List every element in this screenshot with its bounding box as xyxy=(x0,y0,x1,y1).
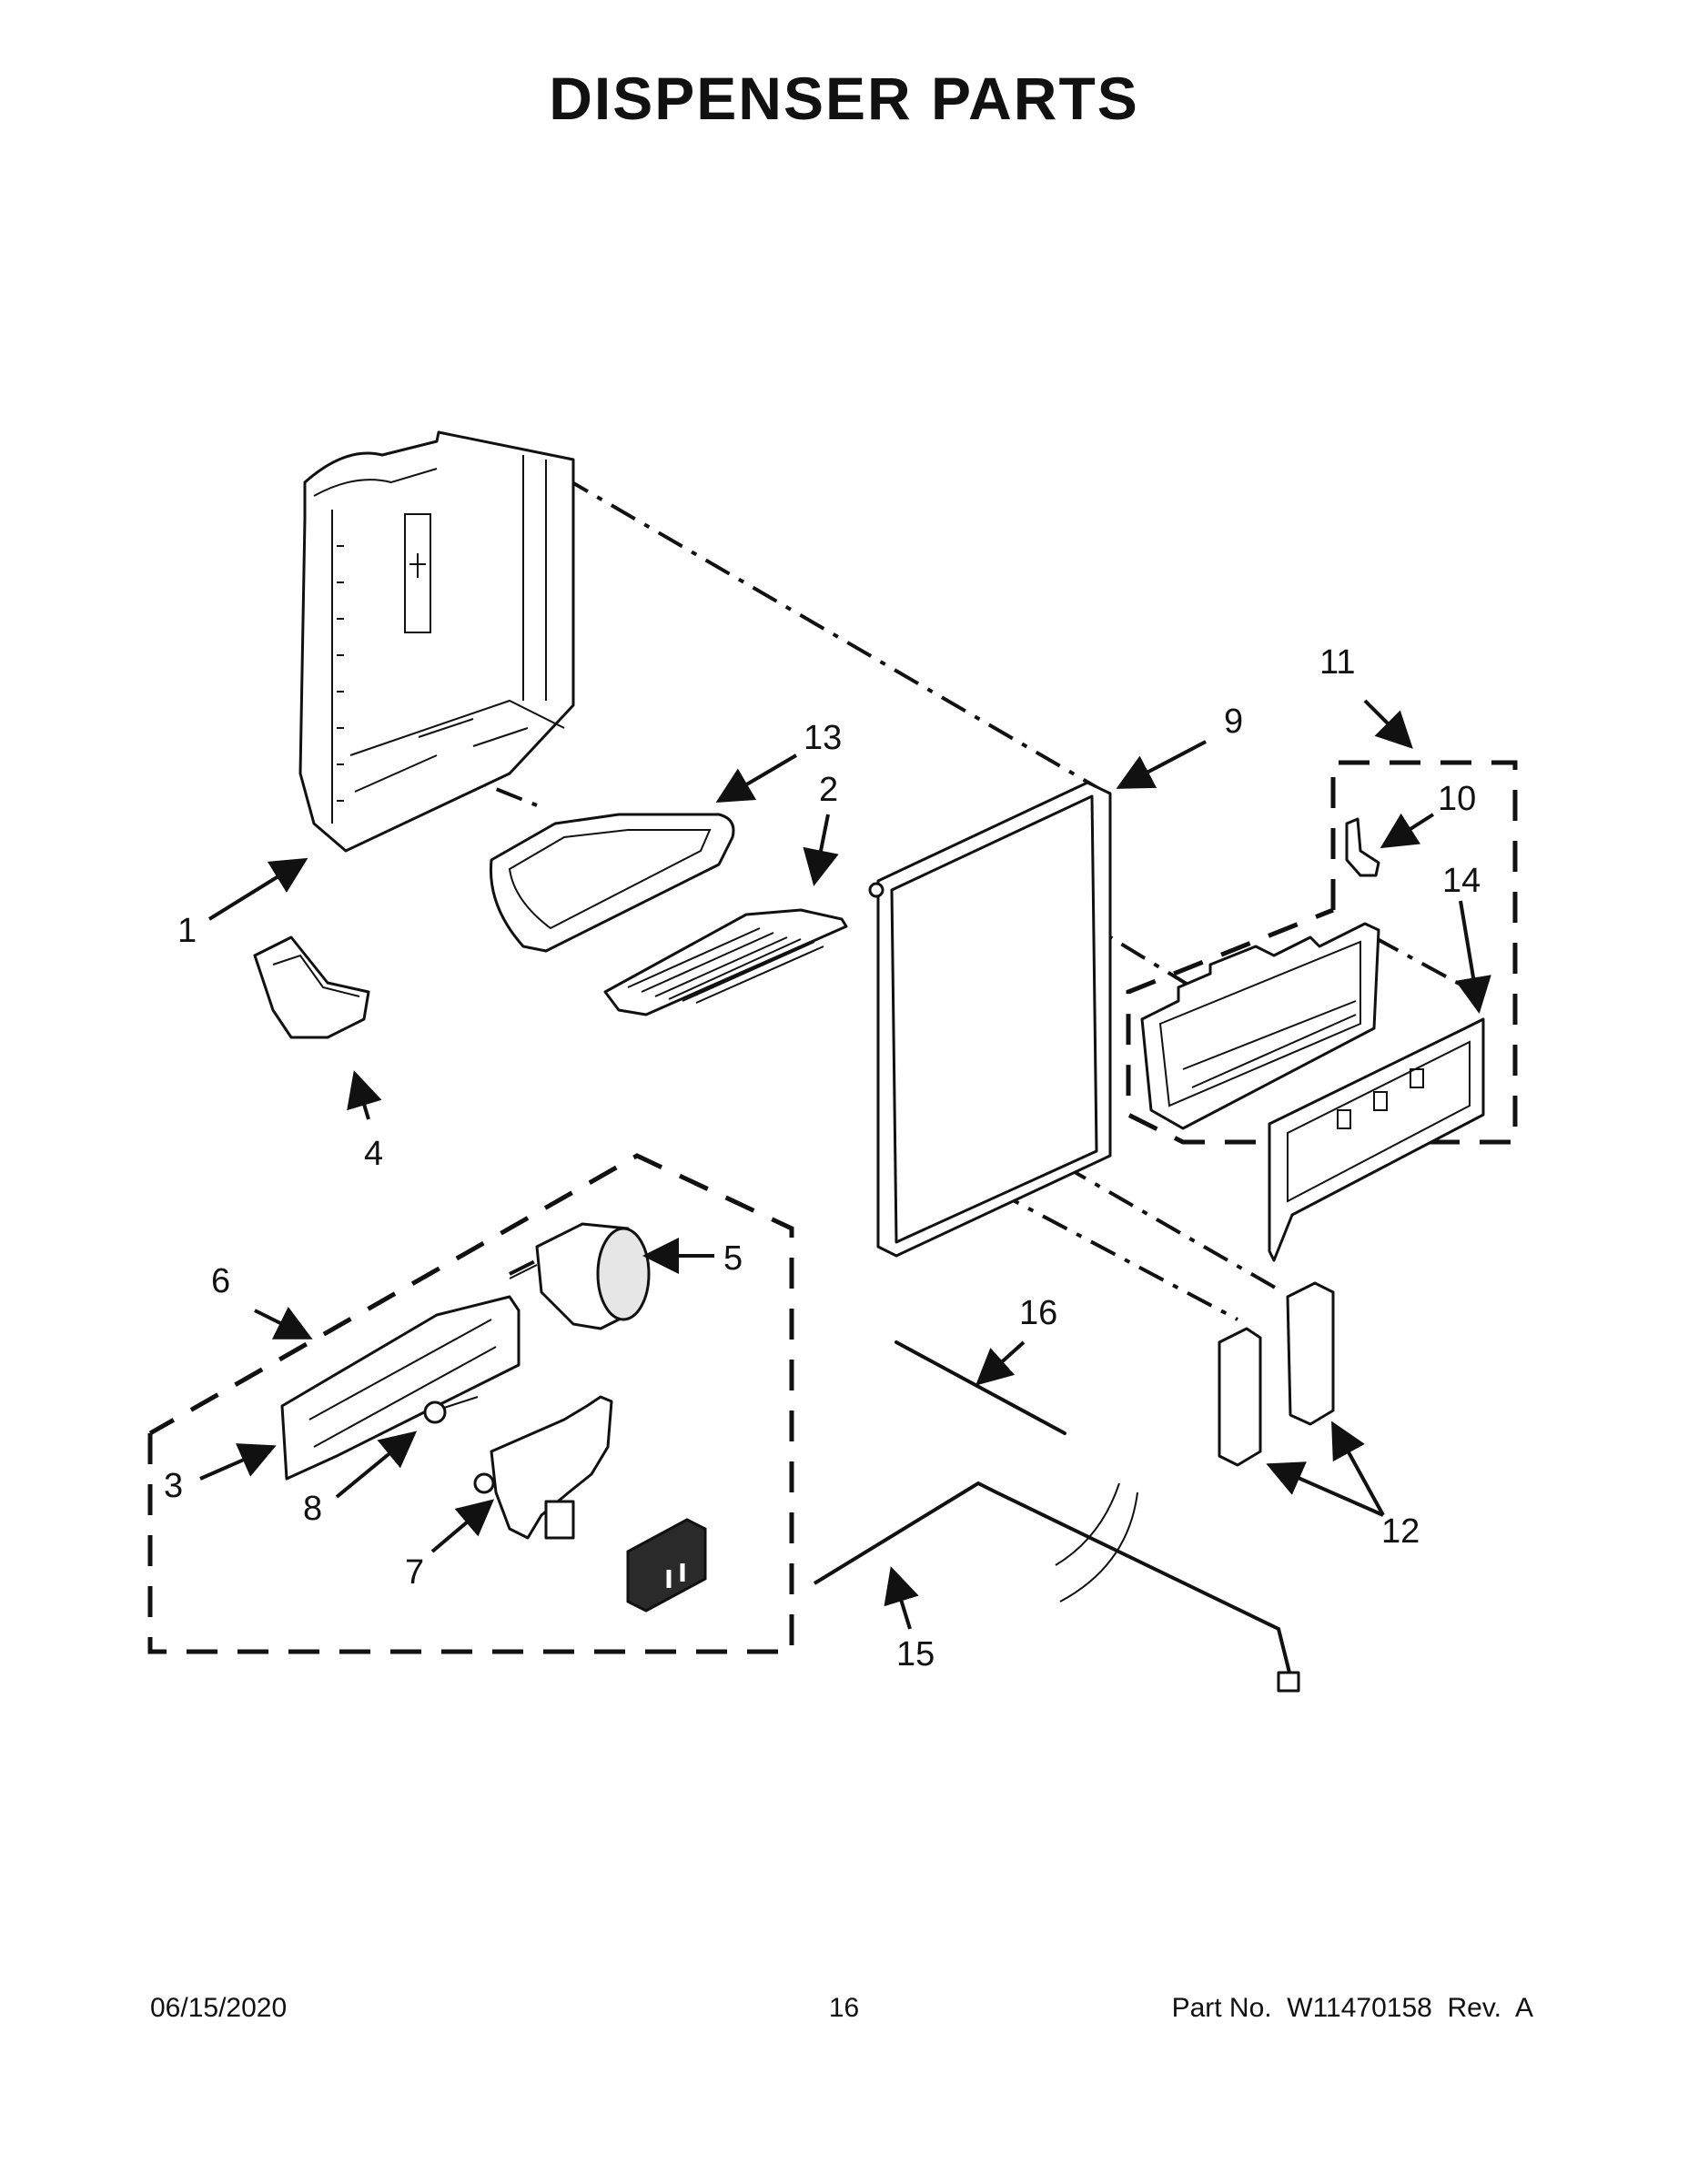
construction-line xyxy=(562,476,1103,792)
construction-line xyxy=(1373,935,1475,994)
leader-9 xyxy=(1116,740,1207,789)
dispenser-motor xyxy=(509,1222,651,1330)
callout-15: 15 xyxy=(896,1635,935,1673)
callout-14: 14 xyxy=(1442,862,1481,900)
drip-tray-grille xyxy=(603,908,848,1016)
callout-4: 4 xyxy=(364,1135,383,1173)
leader-12a xyxy=(1266,1461,1384,1517)
group-6-boundary xyxy=(147,1153,794,1654)
footer-part-number: Part No. W11470158 Rev. A xyxy=(1171,1993,1533,2023)
page-title: DISPENSER PARTS xyxy=(549,65,1139,132)
callout-8: 8 xyxy=(303,1490,322,1528)
control-housing xyxy=(1140,922,1380,1130)
leader-10 xyxy=(1380,813,1435,849)
leader-8 xyxy=(335,1431,418,1499)
leader-14 xyxy=(1455,900,1491,1014)
callout-16: 16 xyxy=(1019,1294,1057,1332)
footer-date: 06/15/2020 xyxy=(150,1993,288,2023)
construction-line xyxy=(1026,885,1217,1003)
ice-chute-housing xyxy=(298,430,575,853)
callout-9: 9 xyxy=(1224,703,1243,741)
leader-6 xyxy=(254,1307,313,1340)
dispenser-cap xyxy=(626,1518,707,1613)
leader-16 xyxy=(975,1340,1026,1386)
footer-page-number: 16 xyxy=(828,1993,860,2023)
screw xyxy=(423,1396,479,1424)
control-panel xyxy=(1268,1017,1485,1262)
leader-1 xyxy=(207,857,308,921)
dispenser-cup xyxy=(253,935,370,1039)
dispenser-pads xyxy=(1218,1281,1335,1467)
callout-10: 10 xyxy=(1438,780,1476,818)
callout-5: 5 xyxy=(723,1239,743,1278)
wire-harness xyxy=(813,1481,1300,1693)
callout-7: 7 xyxy=(405,1553,424,1592)
leader-15 xyxy=(884,1566,919,1630)
leader-3 xyxy=(199,1443,277,1481)
actuator-bracket xyxy=(280,1295,521,1481)
dispenser-frame xyxy=(868,781,1112,1258)
callout-2: 2 xyxy=(819,771,838,809)
construction-line xyxy=(509,1259,538,1276)
construction-line xyxy=(1014,1136,1284,1294)
dispenser-actuator xyxy=(473,1395,613,1540)
leader-11 xyxy=(1363,699,1413,749)
leader-4 xyxy=(347,1070,382,1120)
dispenser-switch xyxy=(1345,817,1380,877)
callout-1: 1 xyxy=(177,912,197,950)
callout-3: 3 xyxy=(164,1467,183,1505)
callout-6: 6 xyxy=(211,1262,230,1300)
callout-12: 12 xyxy=(1381,1512,1420,1551)
drip-tray xyxy=(489,813,735,953)
leader-7 xyxy=(430,1499,495,1553)
callout-11: 11 xyxy=(1319,643,1355,682)
leader-2 xyxy=(803,814,839,886)
callout-13: 13 xyxy=(804,719,842,757)
leader-12b xyxy=(1331,1421,1385,1516)
leader-13 xyxy=(715,753,798,804)
